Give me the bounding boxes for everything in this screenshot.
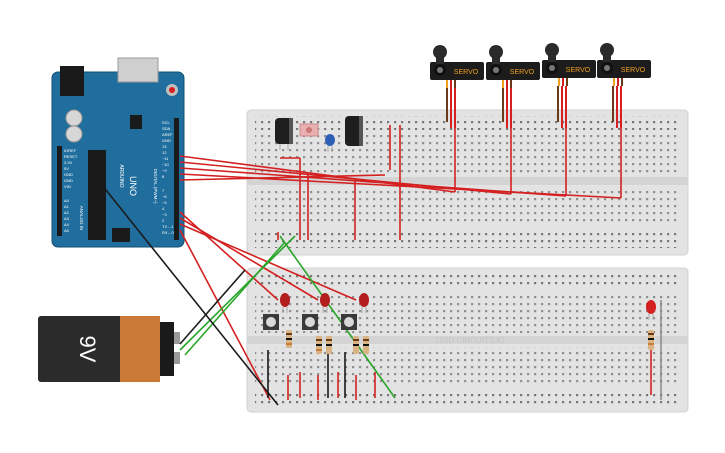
- battery-9v[interactable]: 9V: [38, 316, 180, 382]
- svg-text:~9: ~9: [162, 168, 167, 173]
- svg-text:12: 12: [162, 150, 167, 155]
- svg-text:4: 4: [162, 206, 165, 211]
- svg-text:2: 2: [162, 218, 165, 223]
- svg-text:A3: A3: [64, 216, 70, 221]
- svg-text:RX←0: RX←0: [162, 230, 175, 235]
- servo-4[interactable]: SERVO: [597, 43, 651, 86]
- svg-text:A2: A2: [64, 210, 70, 215]
- servo-1[interactable]: SERVO: [430, 45, 484, 88]
- microcontroller-chip: [88, 150, 106, 240]
- svg-text:8: 8: [162, 174, 165, 179]
- svg-text:GND: GND: [162, 138, 171, 143]
- led-4[interactable]: [646, 300, 656, 320]
- svg-text:~10: ~10: [162, 162, 170, 167]
- svg-text:SCL: SCL: [162, 120, 171, 125]
- servo-3[interactable]: SERVO: [542, 43, 596, 86]
- breadboard-bottom: 123D.CIRCUITS.IO: [246, 267, 689, 413]
- servo-2[interactable]: SERVO: [486, 45, 540, 88]
- svg-text:~3: ~3: [162, 212, 167, 217]
- power-pins: IOREF RESET 3.3V 5V GND GND VIN: [64, 148, 78, 189]
- svg-text:A4: A4: [64, 222, 70, 227]
- servo-leads: [446, 86, 622, 128]
- svg-text:A0: A0: [64, 198, 70, 203]
- led-1[interactable]: [280, 293, 290, 313]
- breadboard-watermark: 123D.CIRCUITS.IO: [435, 336, 505, 345]
- digital-header-label: DIGITAL (PWM~): [153, 169, 158, 204]
- sensor-module[interactable]: [299, 123, 319, 137]
- arduino-uno[interactable]: UNO ARDUINO DIGITAL (PWM~) ANALOG IN SCL…: [51, 57, 185, 248]
- top-jumpers: [277, 157, 356, 240]
- svg-text:SDA: SDA: [162, 126, 171, 131]
- pushbutton-2[interactable]: [302, 314, 318, 330]
- digital-pins-top: SCL SDA AREF GND 13 12 ~11 ~10 ~9 8: [162, 120, 173, 179]
- svg-text:~5: ~5: [162, 200, 167, 205]
- svg-text:RESET: RESET: [64, 154, 78, 159]
- breadboard-top: [246, 109, 689, 256]
- servo-label: SERVO: [621, 67, 646, 74]
- ceramic-capacitor[interactable]: [325, 134, 335, 152]
- svg-text:AREF: AREF: [162, 132, 173, 137]
- svg-text:A1: A1: [64, 204, 70, 209]
- svg-text:13: 13: [162, 144, 167, 149]
- svg-text:3.3V: 3.3V: [64, 160, 73, 165]
- digital-pins-bottom: 7 ~6 ~5 4 ~3 2 TX→1 RX←0: [162, 188, 175, 235]
- usb-port: [117, 57, 159, 83]
- svg-text:TX→1: TX→1: [162, 224, 174, 229]
- servo-label: SERVO: [566, 67, 591, 74]
- power-jack: [60, 66, 84, 96]
- bottom-jumpers: [287, 350, 652, 400]
- board-brand: ARDUINO: [118, 164, 124, 187]
- svg-text:IOREF: IOREF: [64, 148, 77, 153]
- battery-label: 9V: [75, 336, 100, 363]
- analog-pins: A0 A1 A2 A3 A4 A5: [64, 198, 70, 233]
- svg-text:5V: 5V: [64, 166, 69, 171]
- servo-label: SERVO: [510, 69, 535, 76]
- led-2[interactable]: [320, 293, 330, 313]
- svg-text:GND: GND: [64, 178, 73, 183]
- svg-text:7: 7: [162, 188, 165, 193]
- ground-wires: [89, 169, 346, 406]
- servo-label: SERVO: [454, 69, 479, 76]
- svg-text:VIN: VIN: [64, 184, 71, 189]
- svg-text:~6: ~6: [162, 194, 167, 199]
- green-wires: [179, 235, 396, 399]
- signal-wires: [179, 125, 622, 240]
- led-3[interactable]: [359, 293, 369, 313]
- board-logo: UNO: [128, 176, 138, 196]
- analog-header-label: ANALOG IN: [79, 206, 84, 231]
- svg-text:GND: GND: [64, 172, 73, 177]
- resistors: [286, 330, 654, 354]
- pushbutton-3[interactable]: [341, 314, 357, 330]
- capacitor-1[interactable]: [275, 118, 293, 150]
- svg-text:~11: ~11: [162, 156, 169, 161]
- svg-text:A5: A5: [64, 228, 70, 233]
- pushbutton-1[interactable]: [263, 314, 279, 330]
- capacitor-2[interactable]: [345, 116, 363, 146]
